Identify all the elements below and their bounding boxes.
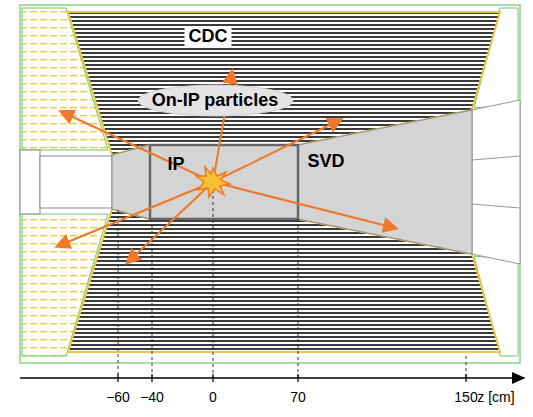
axis-tick: −60 bbox=[106, 390, 130, 405]
axis-title: z [cm] bbox=[477, 390, 514, 405]
axis-tick: 0 bbox=[209, 390, 217, 405]
bubble-text: On-IP particles bbox=[137, 90, 294, 111]
bubble-shape bbox=[138, 85, 293, 116]
detector-name: CDC bbox=[185, 27, 232, 47]
axis-tick: 70 bbox=[290, 390, 306, 405]
axis-tick: 150 bbox=[454, 390, 477, 405]
callout-bubble: On-IP particles bbox=[137, 84, 294, 117]
point-name: IP bbox=[167, 155, 184, 175]
axis-tick: −40 bbox=[140, 390, 164, 405]
detector-name: SVD bbox=[307, 152, 344, 172]
